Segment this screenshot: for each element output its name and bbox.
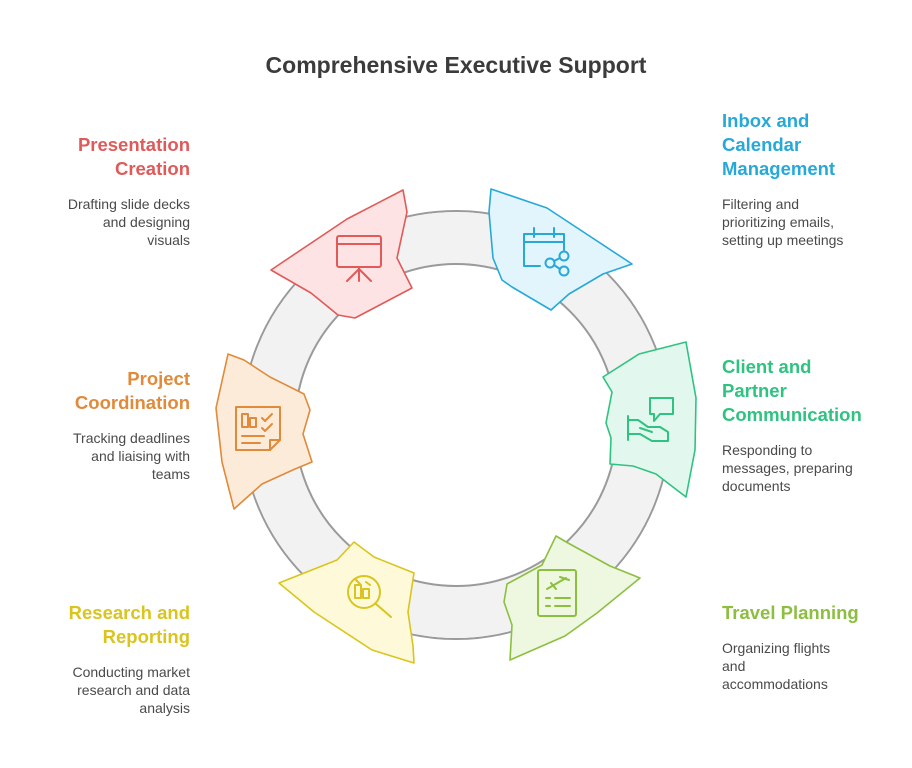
checklist-icon (235, 406, 281, 451)
flight-ticket-icon (537, 569, 577, 617)
client-title: Client and Partner Communication (722, 356, 862, 425)
travel-description: Organizing flights and accommodations (722, 640, 831, 692)
research-description: Conducting market research and data anal… (72, 664, 190, 716)
segment-presentation (270, 189, 413, 319)
segment-inbox (488, 188, 633, 311)
client-description: Responding to messages, preparing docume… (722, 442, 853, 494)
travel-title: Travel Planning (722, 602, 859, 623)
label-client: Client and Partner Communication Respond… (722, 355, 902, 495)
inbox-title: Inbox and Calendar Management (722, 110, 836, 179)
inbox-description: Filtering and prioritizing emails, setti… (722, 196, 844, 248)
presentation-board-icon (336, 235, 382, 282)
label-presentation: Presentation Creation Drafting slide dec… (10, 133, 190, 249)
magnifier-chart-icon (347, 575, 392, 618)
segment-research (278, 541, 415, 664)
label-travel: Travel Planning Organizing flights and a… (722, 601, 902, 693)
handshake-chat-icon (627, 397, 674, 442)
label-inbox: Inbox and Calendar Management Filtering … (722, 109, 902, 249)
presentation-title: Presentation Creation (77, 134, 190, 179)
segment-travel (503, 535, 641, 661)
project-description: Tracking deadlines and liaising with tea… (73, 430, 190, 482)
segment-project (215, 353, 313, 510)
segment-client (602, 341, 697, 498)
calendar-share-icon (523, 227, 570, 277)
page-title: Comprehensive Executive Support (265, 52, 647, 78)
label-research: Research and Reporting Conducting market… (10, 601, 190, 717)
label-project: Project Coordination Tracking deadlines … (10, 367, 190, 483)
research-title: Research and Reporting (68, 602, 190, 647)
project-title: Project Coordination (74, 368, 190, 413)
presentation-description: Drafting slide decks and designing visua… (67, 196, 190, 248)
